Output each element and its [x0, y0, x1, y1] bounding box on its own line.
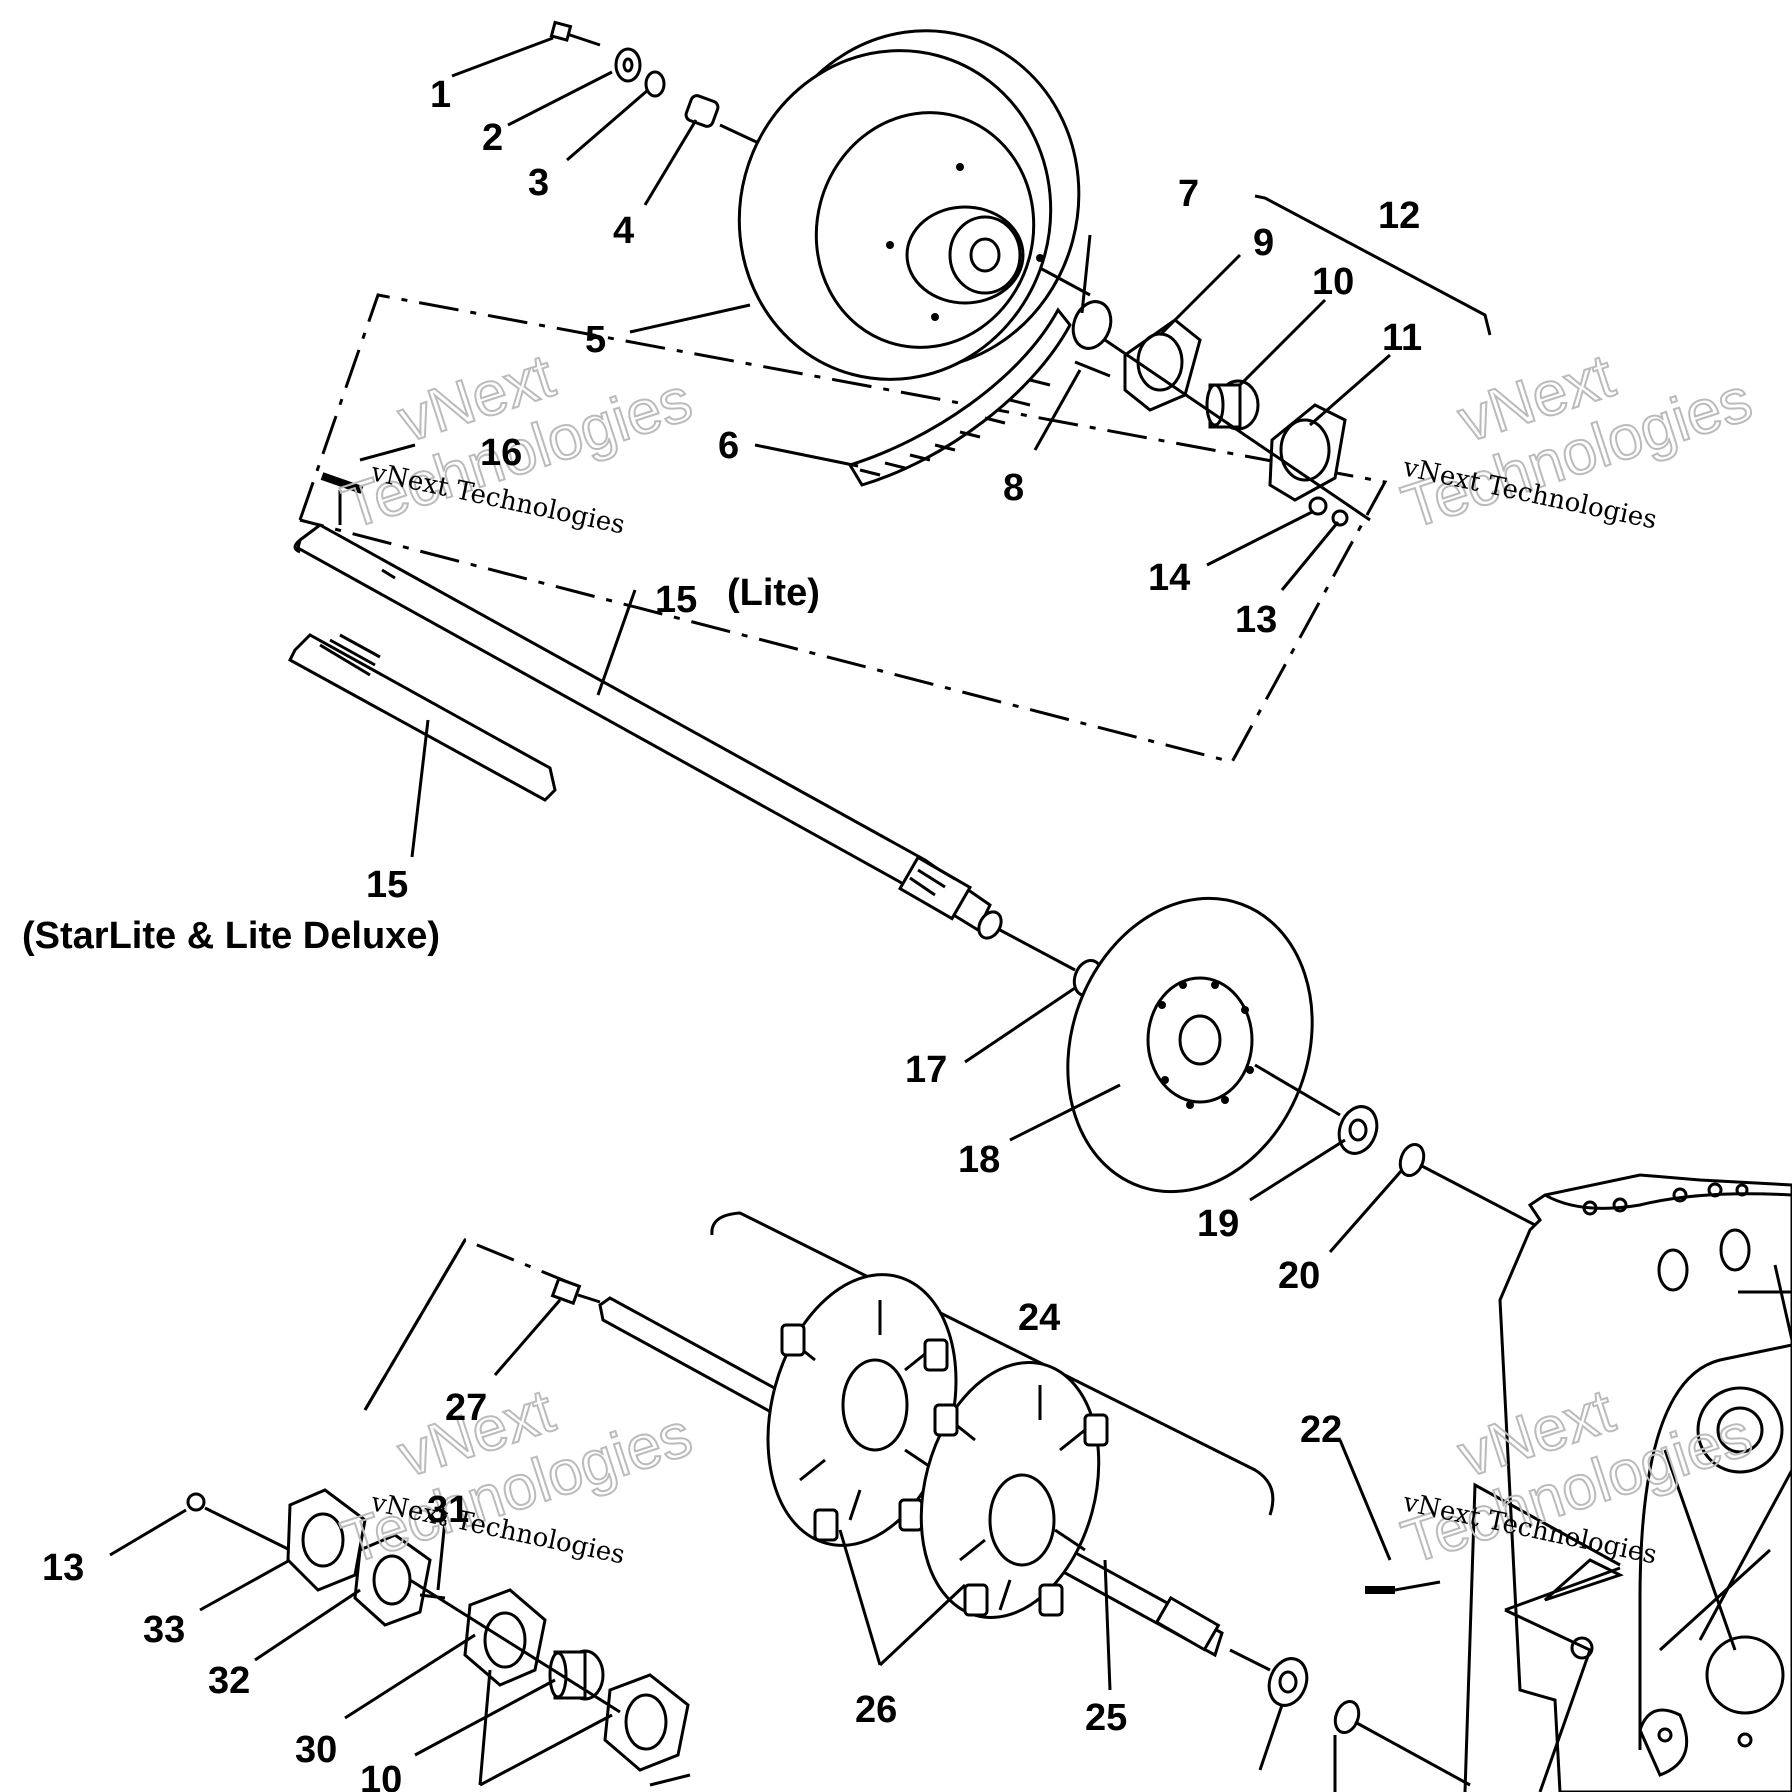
label-20: 20	[1278, 1255, 1320, 1297]
part-8-bolt	[1074, 360, 1111, 378]
bracket-12	[1254, 194, 1492, 336]
label-2: 2	[482, 117, 503, 159]
part-30-flange	[463, 1588, 547, 1687]
part-20-o-ring	[1398, 1143, 1426, 1177]
chaincase-housing	[1498, 1173, 1792, 1792]
part-14-washer	[1308, 496, 1328, 516]
part-7-seal	[1071, 300, 1113, 350]
part-labels: 1 2 3 4 5 6 7 8 9 10 11 12 13 14 15 (Lit…	[22, 74, 1422, 1792]
part-27-bolt	[550, 1276, 601, 1306]
part-13-nut-lower	[186, 1492, 206, 1512]
label-32: 32	[208, 1660, 250, 1702]
label-4: 4	[613, 210, 634, 252]
part-20-o-ring-lower	[1333, 1700, 1361, 1734]
label-19: 19	[1197, 1203, 1239, 1245]
label-15-lite: 15	[655, 579, 697, 621]
label-33: 33	[143, 1609, 185, 1651]
label-14: 14	[1148, 557, 1190, 599]
label-30: 30	[295, 1729, 337, 1771]
label-lite: (Lite)	[727, 572, 820, 614]
part-16-roll-pin	[320, 472, 364, 494]
part-19-bearing	[1337, 1105, 1379, 1155]
label-12: 12	[1378, 195, 1420, 237]
leader-lines	[109, 36, 1404, 1792]
label-9: 9	[1253, 222, 1274, 264]
label-11: 11	[1382, 317, 1422, 359]
label-15-starlite: 15	[366, 864, 408, 906]
part-33-flange	[286, 1488, 367, 1592]
part-26-drive-sprocket-right	[919, 1361, 1109, 1619]
label-7: 7	[1178, 173, 1199, 215]
label-25: 25	[1085, 1697, 1127, 1739]
part-4-spacer	[684, 94, 720, 128]
part-5-driven-pulley	[737, 29, 1081, 381]
label-10-lower: 10	[360, 1759, 402, 1792]
part-15-lite-shaft	[293, 523, 1003, 940]
part-18-brake-disc	[1066, 896, 1314, 1194]
part-19-bearing-lower	[1267, 1657, 1309, 1707]
label-18: 18	[958, 1139, 1000, 1181]
part-15-starlite-shaft	[288, 633, 557, 802]
label-6: 6	[718, 425, 739, 467]
label-27: 27	[445, 1387, 487, 1429]
part-3-lockwasher	[644, 70, 666, 98]
lower-right-bracket	[1463, 1482, 1621, 1792]
part-31-bolt	[436, 1519, 447, 1591]
part-11-bearing-flange	[1268, 403, 1347, 502]
label-1: 1	[430, 74, 451, 116]
label-17: 17	[905, 1049, 947, 1091]
part-11-flange-lower	[603, 1673, 690, 1772]
bracket-24	[710, 1211, 1275, 1516]
label-10: 10	[1312, 261, 1354, 303]
label-starlite-lite-deluxe: (StarLite & Lite Deluxe)	[22, 915, 440, 957]
part-26-drive-sprocket-left	[766, 1273, 958, 1547]
part-10-bearing	[1205, 379, 1260, 431]
label-5: 5	[585, 319, 606, 361]
part-13-nut	[1331, 509, 1349, 527]
label-13-lower: 13	[42, 1547, 84, 1589]
label-24: 24	[1018, 1297, 1060, 1339]
label-26: 26	[855, 1689, 897, 1731]
label-13: 13	[1235, 599, 1277, 641]
label-3: 3	[528, 162, 549, 204]
part-1-bolt	[549, 20, 601, 47]
label-22: 22	[1300, 1409, 1342, 1451]
part-8-bolt-lower	[649, 1773, 691, 1787]
part-10-bearing-lower	[548, 1649, 605, 1701]
upper-dash-dot-outline	[298, 293, 1388, 764]
label-16: 16	[480, 432, 522, 474]
label-8: 8	[1003, 467, 1024, 509]
part-22-bolt	[1365, 1580, 1441, 1594]
label-31: 31	[427, 1489, 469, 1531]
part-6-chain	[847, 307, 1072, 487]
